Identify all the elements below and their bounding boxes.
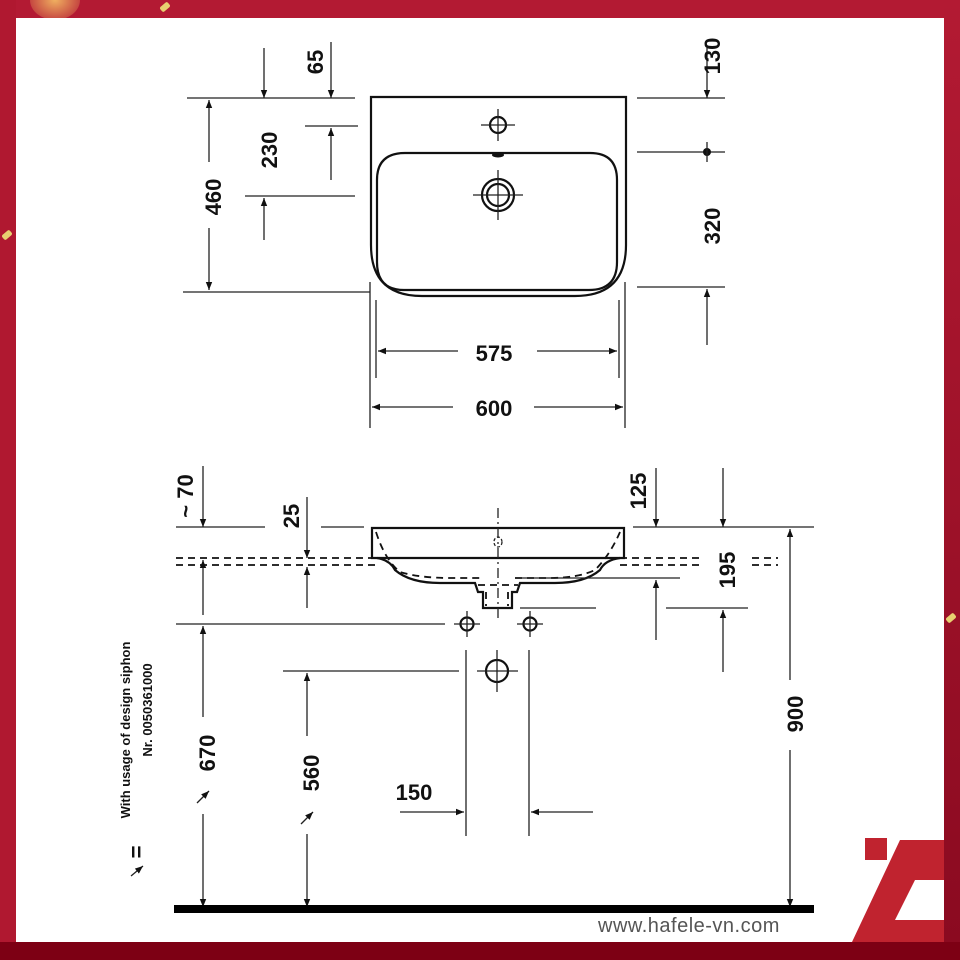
tap-hole-side-icon — [493, 536, 503, 548]
dim-125: 125 — [626, 473, 651, 510]
basin-bowl — [375, 151, 619, 292]
legend-arrow-icon — [130, 865, 144, 877]
overflow-icon — [492, 152, 504, 158]
siphon-arrow-icon — [196, 790, 210, 804]
dim-575: 575 — [476, 341, 513, 366]
hafele-logo — [852, 838, 944, 942]
dim-195: 195 — [715, 552, 740, 589]
dim-600: 600 — [476, 396, 513, 421]
top-view: 460 65 230 130 320 575 600 — [183, 38, 725, 428]
legend-equals: = — [124, 846, 149, 859]
frame-bottom-border — [0, 942, 960, 960]
drain-icon — [473, 170, 523, 220]
basin-rim — [370, 526, 626, 560]
frame-top-border — [0, 0, 960, 18]
dim-approx-70: ~ 70 — [173, 474, 198, 517]
dim-670: 670 — [195, 735, 220, 772]
side-view: ~ 70 25 125 195 — [118, 466, 814, 913]
dim-25: 25 — [279, 504, 304, 528]
website-url[interactable]: www.hafele-vn.com — [597, 915, 780, 937]
basin-outline — [369, 95, 628, 298]
dim-230: 230 — [257, 132, 282, 169]
dim-460: 460 — [201, 179, 226, 216]
tap-hole-icon — [481, 109, 515, 141]
frame-right-border — [944, 0, 960, 960]
dim-130: 130 — [700, 38, 725, 75]
water-supply-right-icon — [517, 611, 543, 637]
siphon-note-line1: With usage of design siphon — [118, 642, 133, 819]
dim-150: 150 — [396, 780, 433, 805]
dim-900: 900 — [783, 696, 808, 733]
drawing-sheet — [16, 18, 944, 942]
siphon-note-line2: Nr. 0050361000 — [140, 663, 155, 756]
wall-drain-icon — [477, 650, 518, 692]
dim-560: 560 — [299, 755, 324, 792]
dim-65: 65 — [303, 50, 328, 74]
decorative-glow — [30, 0, 80, 20]
floor-line — [174, 905, 814, 913]
dim-320: 320 — [700, 208, 725, 245]
siphon-arrow-icon — [300, 811, 314, 825]
water-supply-left-icon — [454, 611, 480, 637]
